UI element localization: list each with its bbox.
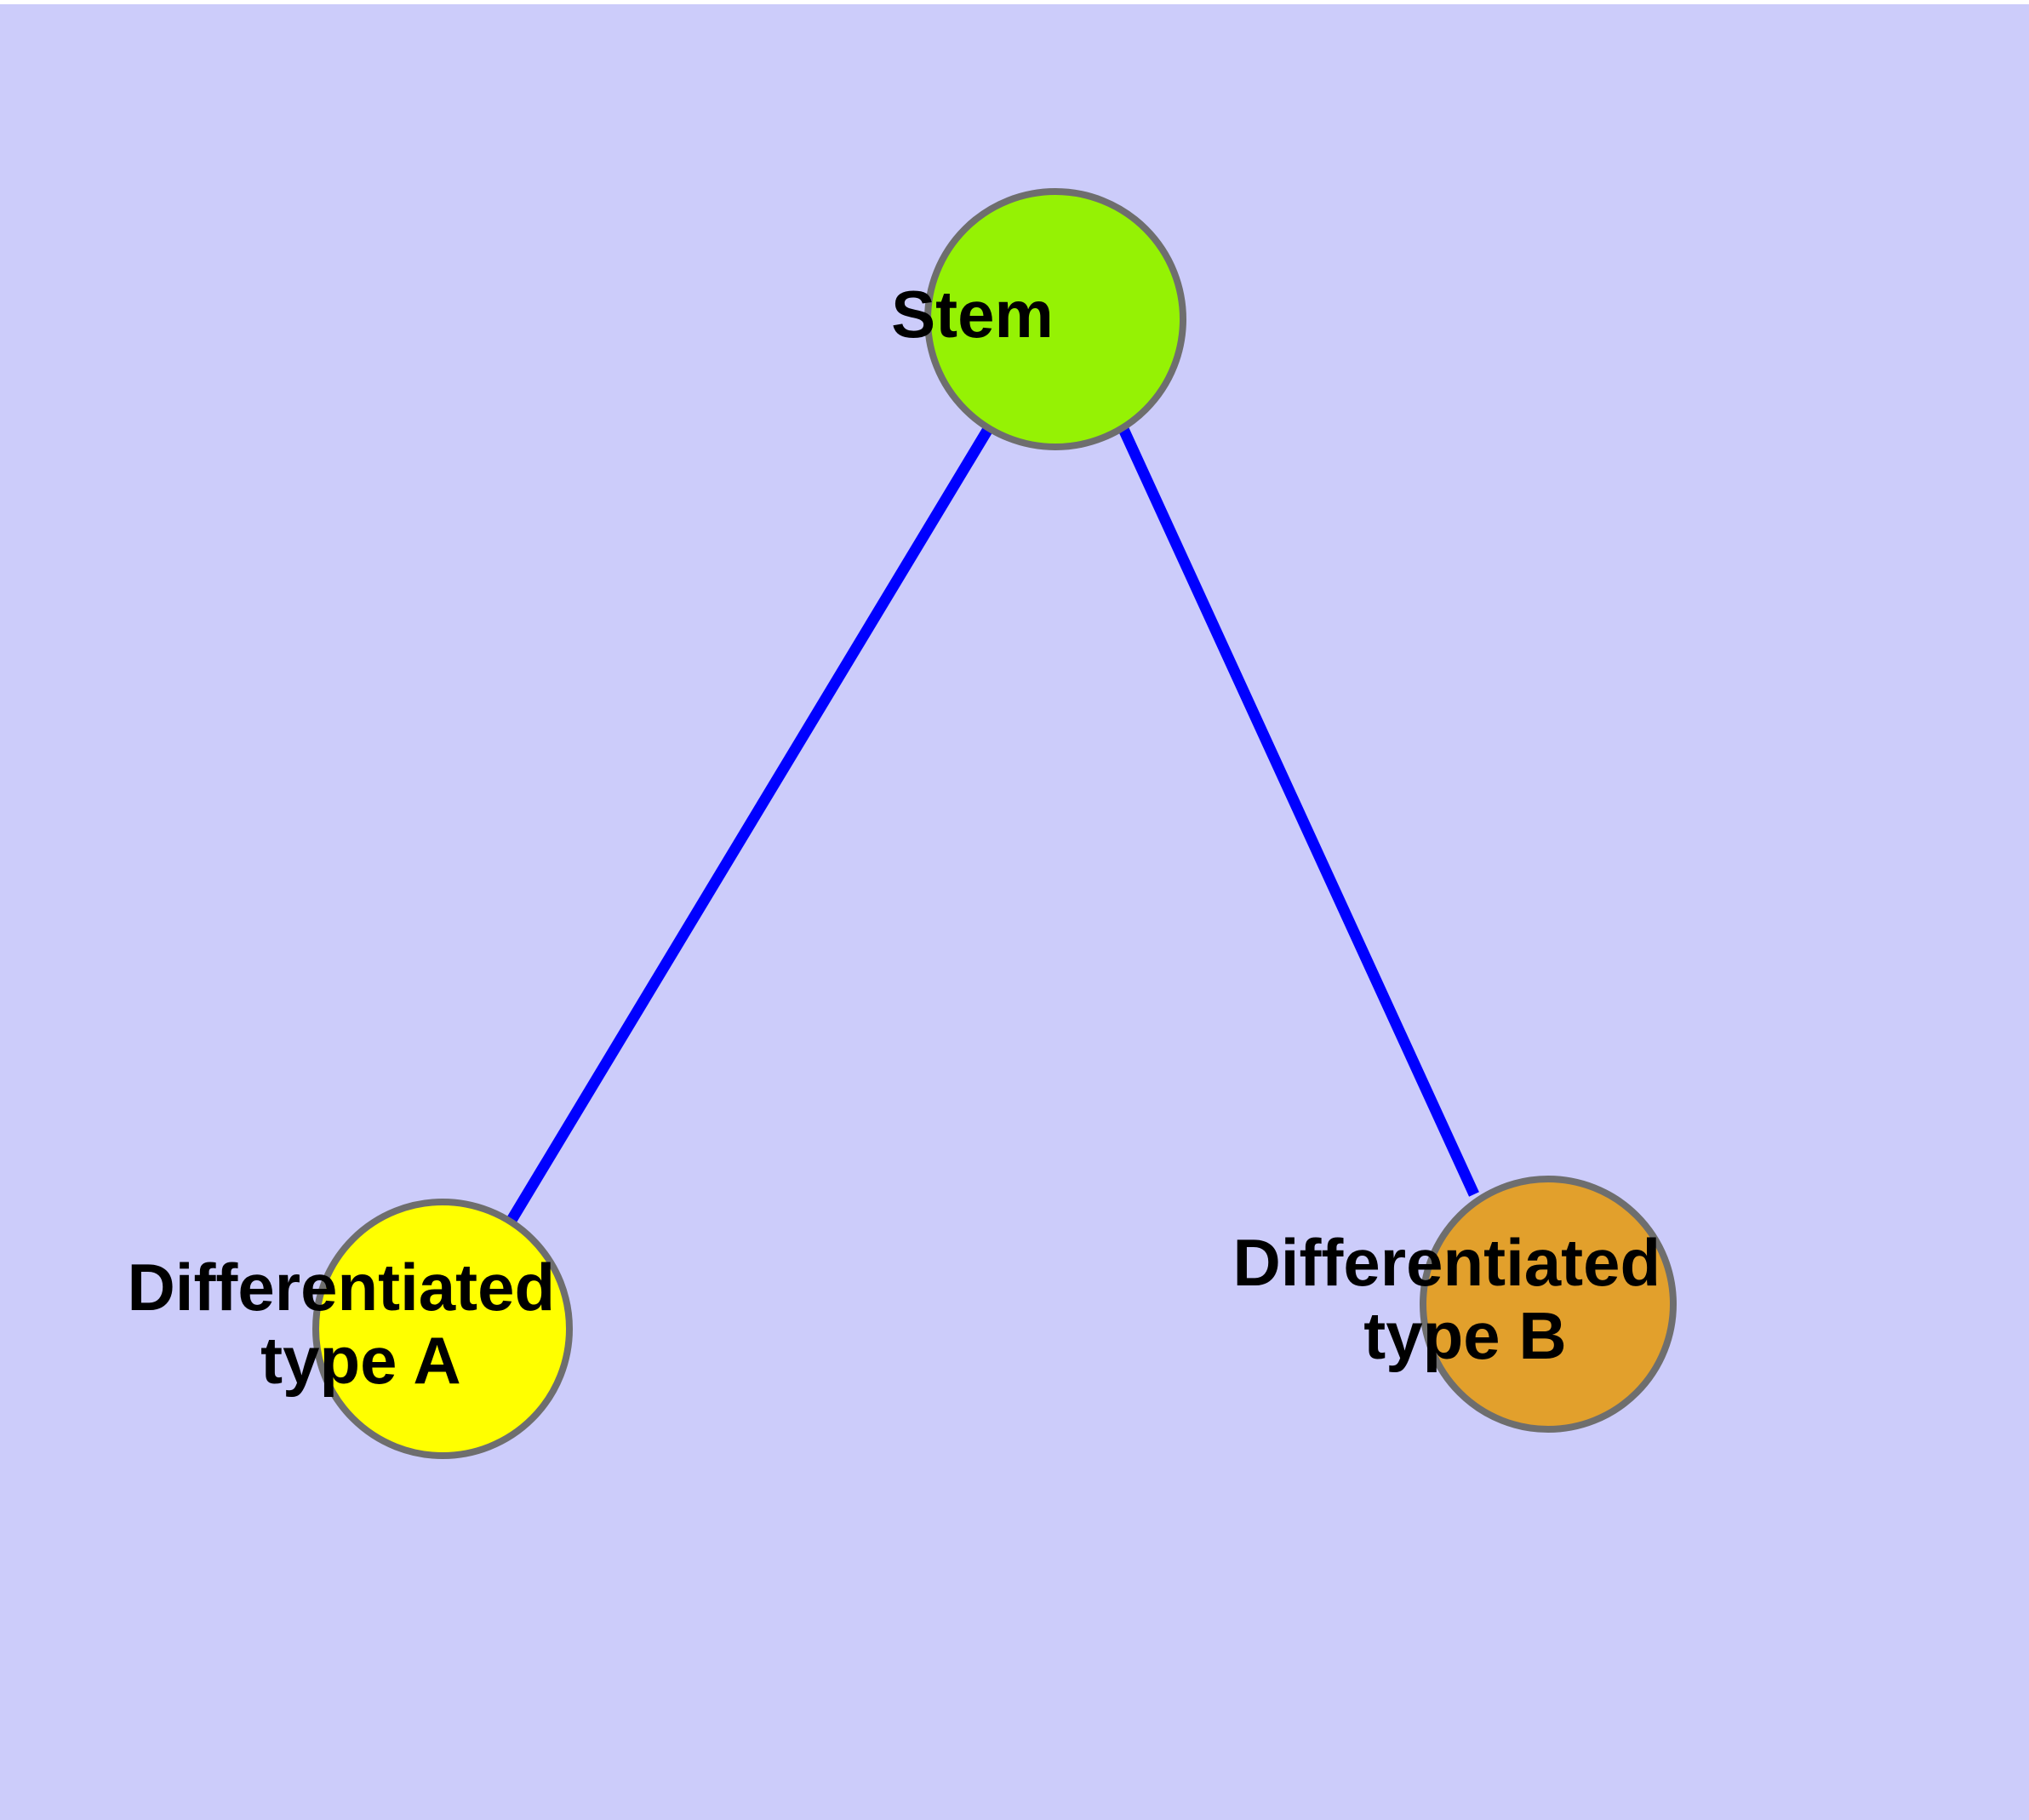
node-differentiated-type-b-circle[interactable] — [1420, 1176, 1677, 1433]
node-differentiated-type-b[interactable]: Differentiated type B — [1232, 1176, 1863, 1433]
edge-layer — [506, 426, 1479, 1225]
node-stem-label-line-1: Stem — [891, 277, 1054, 352]
node-differentiated-type-a-label-line-2: type A — [260, 1323, 460, 1398]
node-differentiated-type-a-label-line-1: Differentiated — [127, 1250, 555, 1325]
node-differentiated-type-b-label: Differentiated type B — [1232, 1225, 1863, 1373]
edge-stem-to-differentiated-type-a[interactable] — [506, 426, 993, 1225]
node-differentiated-type-a[interactable]: Differentiated type A — [127, 1199, 757, 1459]
node-differentiated-type-b-label-line-2: type B — [1363, 1298, 1566, 1373]
node-differentiated-type-a-circle[interactable] — [312, 1199, 573, 1459]
node-stem-label: Stem — [891, 277, 1220, 352]
edge-stem-to-differentiated-type-b[interactable] — [1118, 426, 1479, 1197]
node-stem[interactable]: Stem — [891, 188, 1220, 450]
node-layer: Stem Differentiated type A Differentiate… — [127, 188, 1863, 1459]
node-stem-circle[interactable] — [924, 188, 1186, 450]
node-differentiated-type-a-label: Differentiated type A — [127, 1250, 757, 1398]
node-differentiated-type-b-label-line-1: Differentiated — [1232, 1225, 1660, 1300]
